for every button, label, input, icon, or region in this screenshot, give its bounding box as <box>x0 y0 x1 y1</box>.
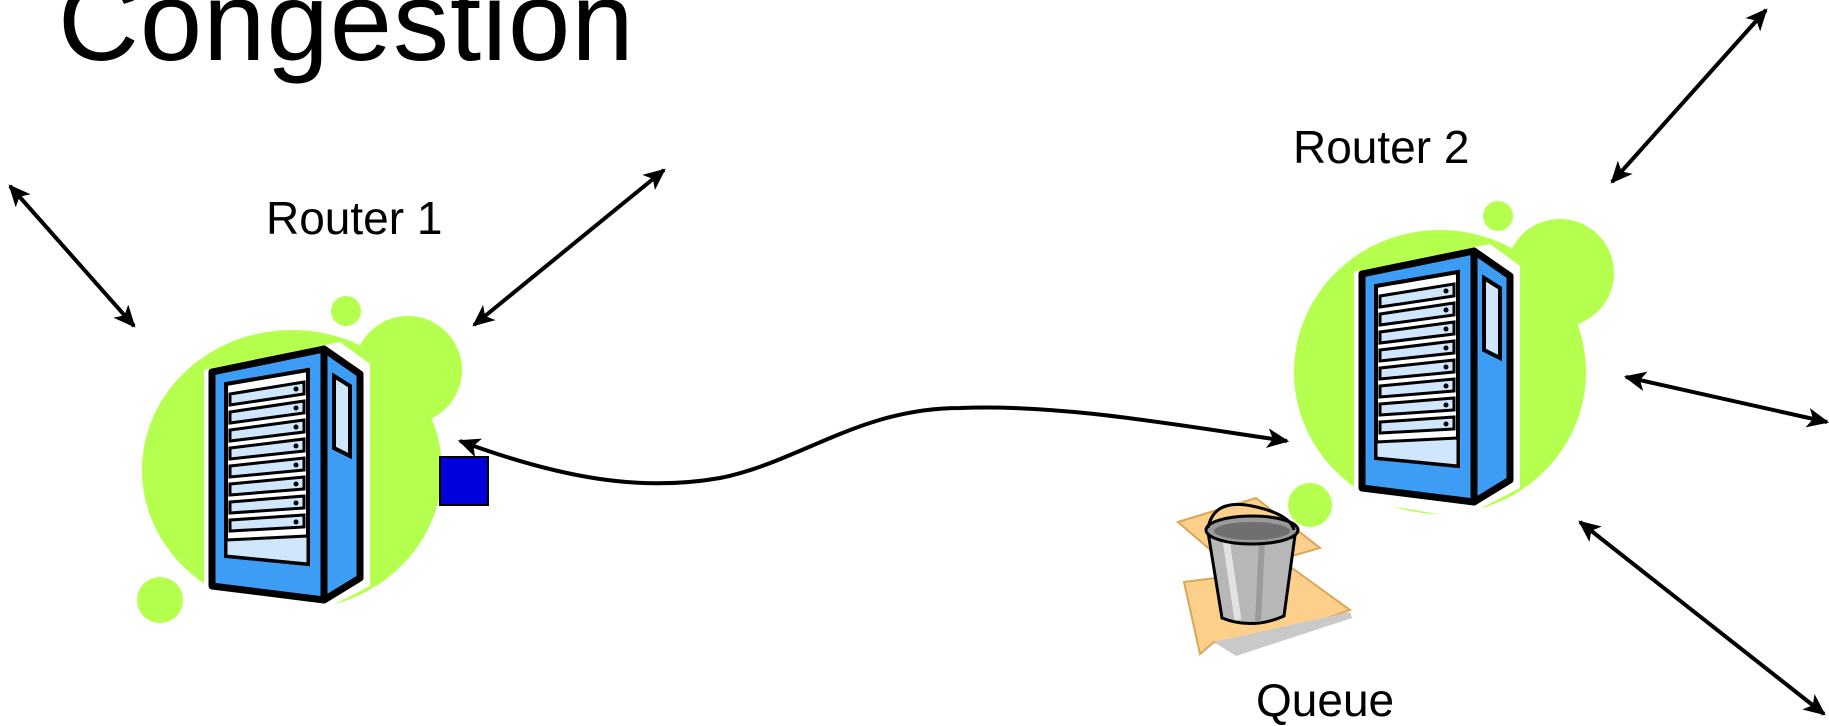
square-packet-icon <box>439 456 489 506</box>
bucket-icon <box>1175 496 1353 656</box>
router-2-link-top-arrow <box>1610 8 1768 184</box>
router-1-link-left-arrow <box>8 184 136 328</box>
router-link-arrow <box>457 405 1290 486</box>
server-rack-icon <box>204 342 370 616</box>
router-2-label: Router 2 <box>1293 121 1470 173</box>
router-1 <box>137 296 462 623</box>
router-2 <box>1288 201 1614 527</box>
router-1-label: Router 1 <box>266 192 443 244</box>
router-2-link-bottom-arrow <box>1578 520 1826 716</box>
server-rack-icon <box>1354 244 1520 518</box>
queue-label: Queue <box>1256 674 1395 726</box>
router-2-link-right-arrow <box>1623 371 1829 428</box>
router-1-link-right-arrow <box>472 168 666 327</box>
slide-title: Congestion <box>58 0 635 84</box>
